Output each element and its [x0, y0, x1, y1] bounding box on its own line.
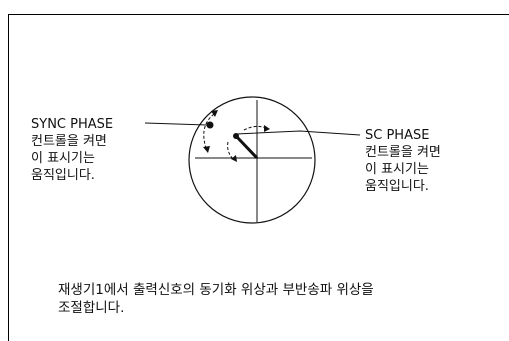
sync-phase-line3: 움직입니다.	[31, 168, 95, 183]
caption-line2: 조절합니다.	[58, 300, 125, 316]
sc-phase-arrowhead-right	[264, 125, 270, 132]
sc-phase-vector	[234, 134, 259, 160]
sc-phase-title: SC PHASE	[365, 128, 430, 143]
sc-phase-arc-lower	[227, 141, 235, 161]
sc-phase-line2: 이 표시기는	[365, 162, 429, 177]
caption: 재생기1에서 출력신호의 동기화 위상과 부반송파 위상을 조절합니다.	[58, 281, 374, 317]
sc-phase-leader	[235, 130, 361, 136]
sync-phase-line1: 컨트롤을 켜면	[31, 134, 107, 149]
sync-phase-label: SYNC PHASE 컨트롤을 켜면 이 표시기는 움직입니다.	[31, 116, 113, 184]
sync-phase-leader	[144, 122, 208, 126]
sc-phase-arrowhead-down	[231, 155, 237, 162]
caption-line1: 재생기1에서 출력신호의 동기화 위상과 부반송파 위상을	[58, 282, 374, 298]
sync-phase-arc	[203, 113, 215, 149]
sync-phase-arrowhead-up	[211, 110, 218, 117]
scope-circle	[188, 96, 316, 224]
sync-phase-dot	[206, 121, 214, 129]
frame-top-border	[8, 14, 509, 15]
frame-left-border	[8, 14, 9, 341]
sc-phase-arc-upper	[243, 125, 267, 131]
sc-phase-line3: 움직입니다.	[365, 179, 429, 194]
sc-phase-line1: 컨트롤을 켜면	[365, 145, 441, 160]
sync-phase-line2: 이 표시기는	[31, 151, 95, 166]
sc-phase-label: SC PHASE 컨트롤을 켜면 이 표시기는 움직입니다.	[365, 127, 441, 195]
sync-phase-arrowhead-down	[203, 146, 210, 153]
sync-phase-title: SYNC PHASE	[31, 117, 114, 132]
